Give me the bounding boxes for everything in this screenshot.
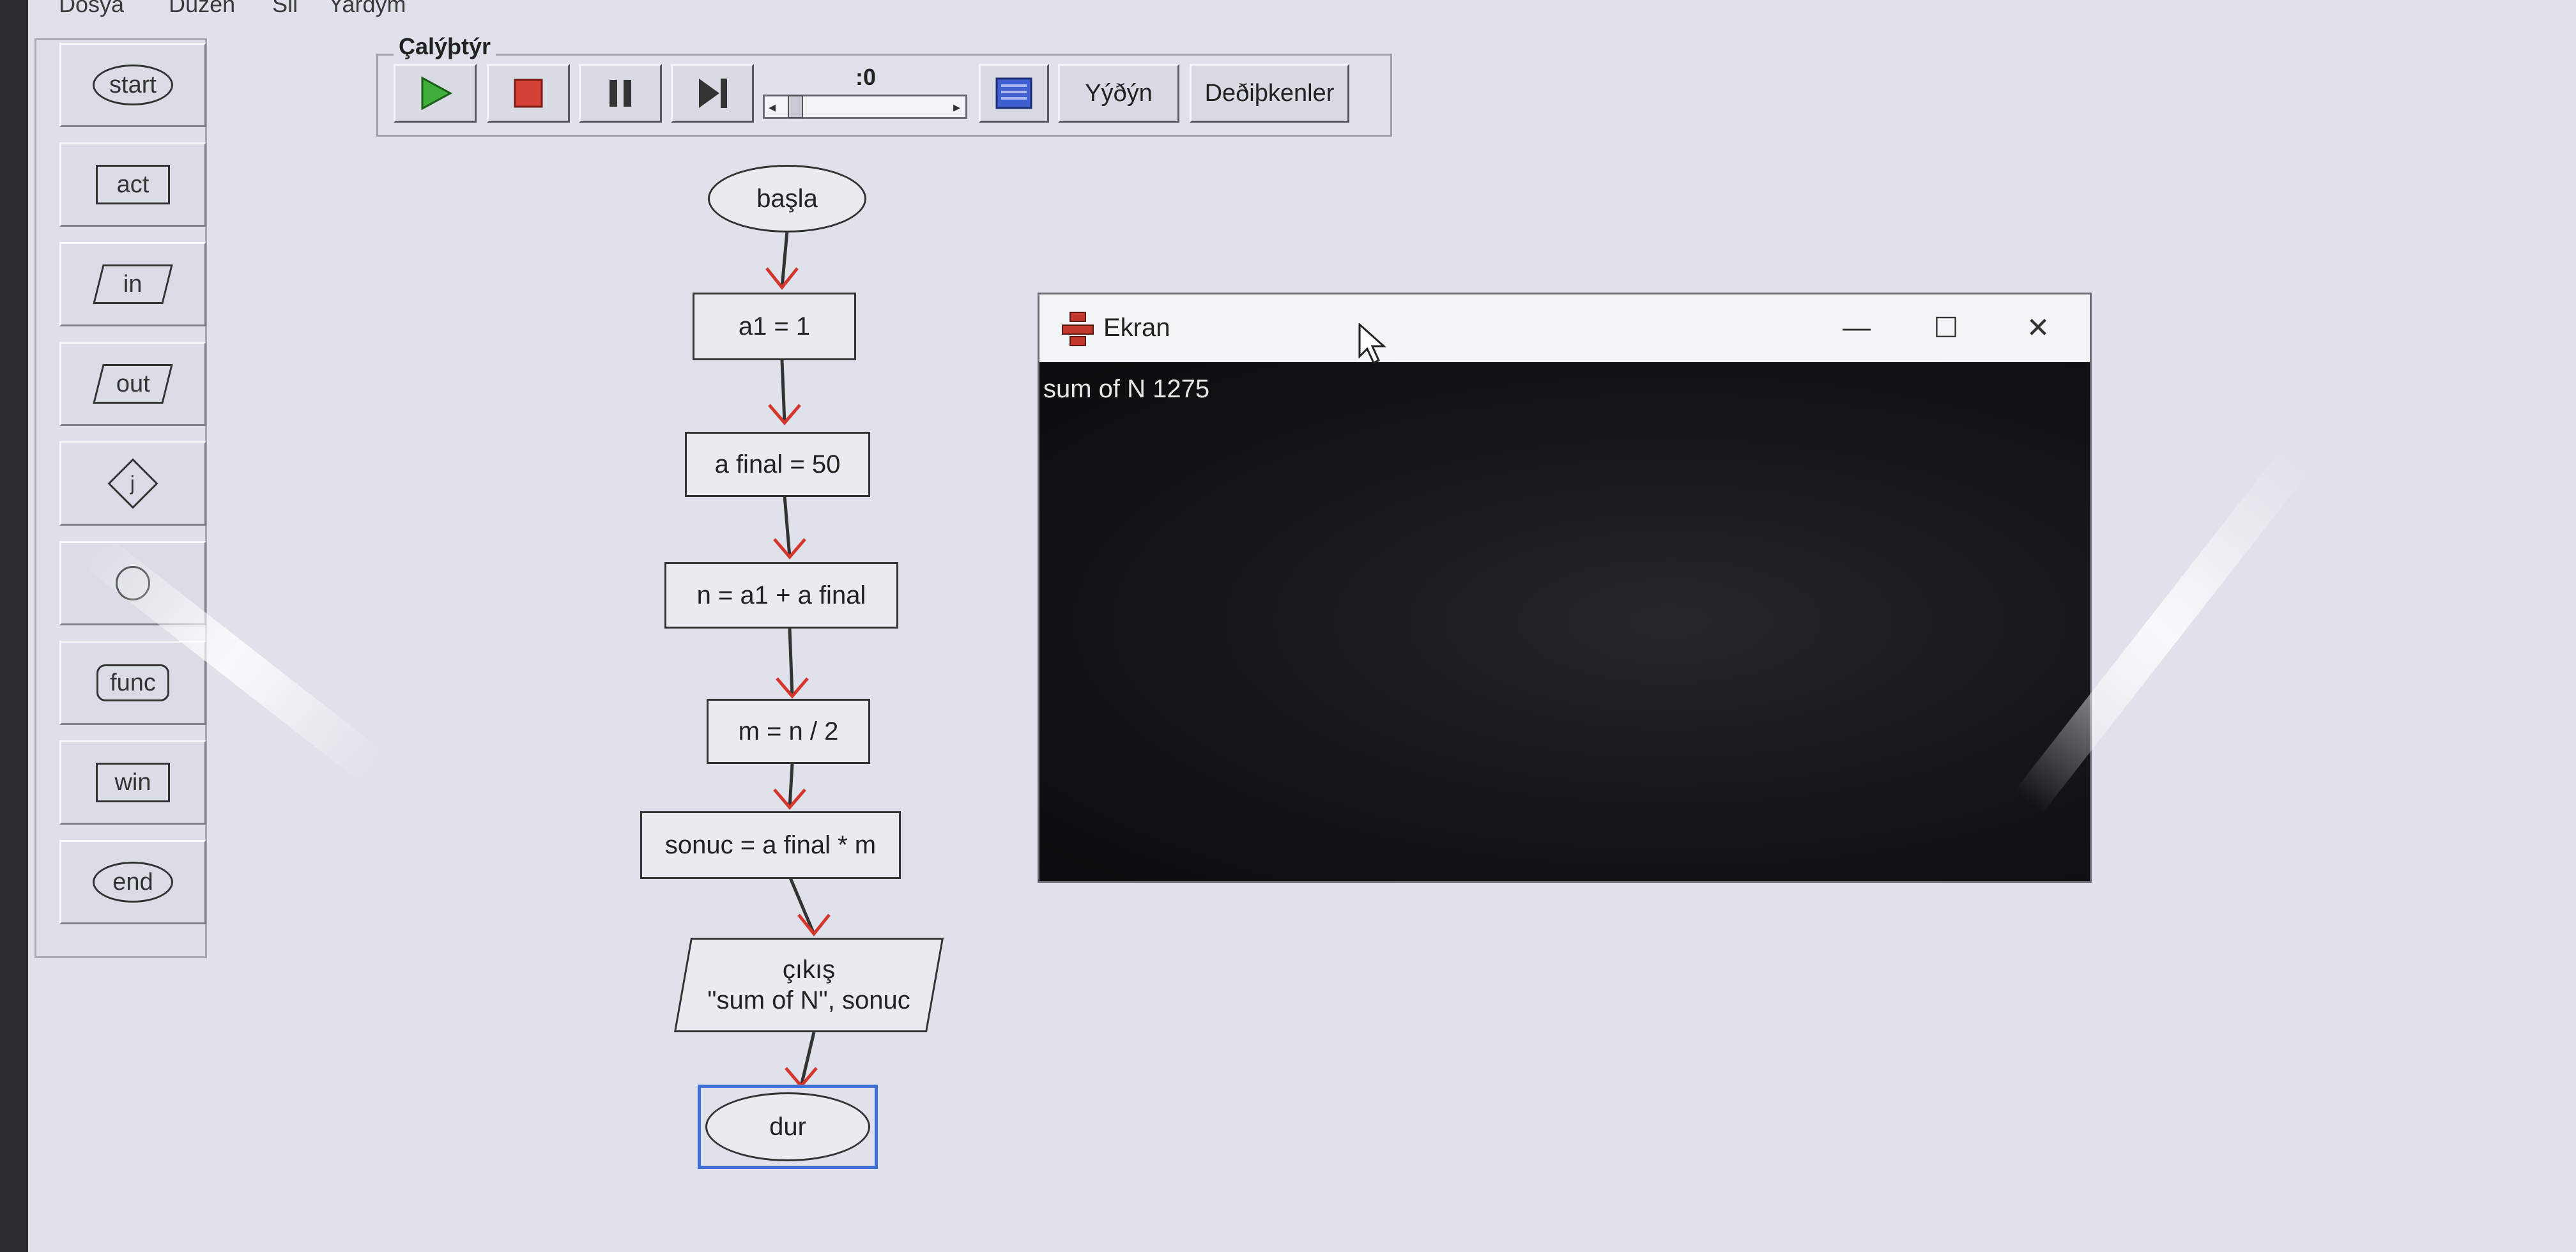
function-hexagon-icon: func [96, 664, 169, 701]
flow-node-end[interactable]: dur [705, 1092, 870, 1161]
palette-end-button[interactable]: end [59, 840, 206, 924]
flow-node-output-text: çıkış "sum of N", sonuc [707, 956, 910, 1014]
flow-node-n[interactable]: n = a1 + a final [664, 562, 898, 629]
speed-value: :0 [855, 64, 877, 90]
slider-right-arrow-icon[interactable]: ▸ [953, 99, 960, 115]
app-screen: Dosya Düzen Sil Yardým start act in out … [28, 0, 2576, 1252]
pause-button[interactable] [579, 64, 662, 123]
screen-button[interactable] [979, 64, 1049, 123]
flow-node-a1[interactable]: a1 = 1 [693, 293, 856, 360]
ekran-title: Ekran [1103, 314, 1170, 342]
flow-node-m[interactable]: m = n / 2 [707, 699, 870, 764]
flow-node-start[interactable]: başla [708, 165, 866, 233]
ekran-output-area: sum of N 1275 [1039, 362, 2090, 881]
run-toolbar [376, 54, 1392, 137]
palette-in-button[interactable]: in [59, 242, 206, 326]
toolbar-title: Çalýþtýr [394, 33, 496, 60]
slider-thumb[interactable] [788, 95, 803, 118]
flowchart-app-icon [1062, 312, 1094, 346]
flowchart-connectors [765, 231, 831, 1088]
start-oval-icon: start [93, 65, 173, 105]
step-button[interactable] [671, 64, 754, 123]
play-icon [421, 76, 453, 111]
palette-start-button[interactable]: start [59, 43, 206, 127]
speed-slider[interactable]: ◂ ▸ [763, 95, 967, 119]
mouse-cursor-icon [1358, 323, 1386, 365]
palette-func-button[interactable]: func [59, 641, 206, 725]
variables-button[interactable]: Deðiþkenler [1190, 64, 1349, 123]
screen-icon [995, 77, 1032, 109]
minimize-button[interactable]: — [1843, 312, 1871, 343]
shape-palette: start act in out j func win end [34, 38, 207, 958]
menu-bar: Dosya Düzen Sil Yardým [28, 0, 2576, 17]
palette-decision-button[interactable]: j [59, 441, 206, 526]
monitor-bezel [0, 0, 28, 1252]
selection-highlight [698, 1085, 878, 1169]
palette-act-button[interactable]: act [59, 142, 206, 227]
flow-node-afinal[interactable]: a final = 50 [685, 432, 870, 497]
window-rect-icon: win [96, 763, 170, 802]
ekran-window[interactable]: Ekran — ☐ ✕ sum of N 1275 [1038, 293, 2092, 883]
stop-button[interactable] [487, 64, 570, 123]
flow-node-output[interactable]: çıkış "sum of N", sonuc [673, 938, 944, 1032]
pause-icon [610, 80, 631, 107]
palette-out-button[interactable]: out [59, 342, 206, 426]
run-button[interactable] [394, 64, 477, 123]
maximize-button[interactable]: ☐ [1933, 312, 1959, 344]
slider-left-arrow-icon[interactable]: ◂ [769, 99, 776, 115]
stop-icon [514, 79, 543, 108]
process-rect-icon: act [96, 165, 170, 204]
close-button[interactable]: ✕ [2026, 312, 2050, 344]
output-text: sum of N 1275 [1043, 375, 1210, 403]
palette-win-button[interactable]: win [59, 740, 206, 825]
end-oval-icon: end [93, 862, 173, 903]
stack-button[interactable]: Yýðýn [1058, 64, 1179, 123]
ekran-titlebar[interactable]: Ekran — ☐ ✕ [1039, 294, 2090, 363]
step-icon [699, 79, 727, 108]
flow-node-sonuc[interactable]: sonuc = a final * m [640, 811, 901, 879]
